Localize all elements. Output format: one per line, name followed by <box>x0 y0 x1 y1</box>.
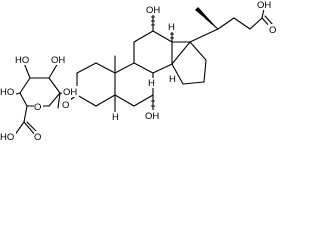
ring-d <box>171 28 219 85</box>
acid-oh-label: OH <box>256 0 273 11</box>
h-5-label: H <box>111 112 120 123</box>
svg-text:H: H <box>148 78 155 89</box>
glycosidic-o-label: O <box>62 99 71 111</box>
oh-12-label: OH <box>145 4 162 16</box>
svg-text:H: H <box>168 22 175 33</box>
svg-text:HO: HO <box>15 55 29 66</box>
h-9-label: H <box>147 78 156 89</box>
svg-text:O: O <box>34 132 41 143</box>
svg-text:O: O <box>34 102 41 113</box>
h-8-label: H <box>167 22 176 33</box>
svg-text:HO: HO <box>0 132 14 143</box>
sugar-oh-right-label: OH <box>62 86 79 98</box>
ring-o-label: O <box>34 101 43 113</box>
svg-text:HO: HO <box>0 87 14 98</box>
svg-text:H: H <box>112 112 119 123</box>
svg-text:OH: OH <box>145 111 159 122</box>
structure-diagram: OH O OH OH O O HO OH HO OH HO O <box>0 0 278 143</box>
carboxyl-ho-label: HO <box>0 131 16 143</box>
carboxyl-o-label: O <box>34 131 43 143</box>
ring-a <box>65 55 116 114</box>
oh-7-label: OH <box>144 110 161 122</box>
sugar-oh-left-label: HO <box>0 86 16 98</box>
svg-text:O: O <box>269 25 276 36</box>
h-14-label: H <box>168 74 177 85</box>
svg-text:H: H <box>169 74 176 85</box>
svg-text:OH: OH <box>63 87 77 98</box>
svg-text:OH: OH <box>257 0 271 11</box>
side-chain <box>195 7 274 30</box>
ring-c <box>133 13 191 74</box>
sugar-oh-top-right-label: OH <box>50 54 67 66</box>
svg-text:O: O <box>62 100 69 111</box>
svg-text:OH: OH <box>51 55 65 66</box>
acid-o-label: O <box>268 24 278 36</box>
svg-text:OH: OH <box>146 5 160 16</box>
sugar-oh-top-left-label: HO <box>14 54 31 66</box>
